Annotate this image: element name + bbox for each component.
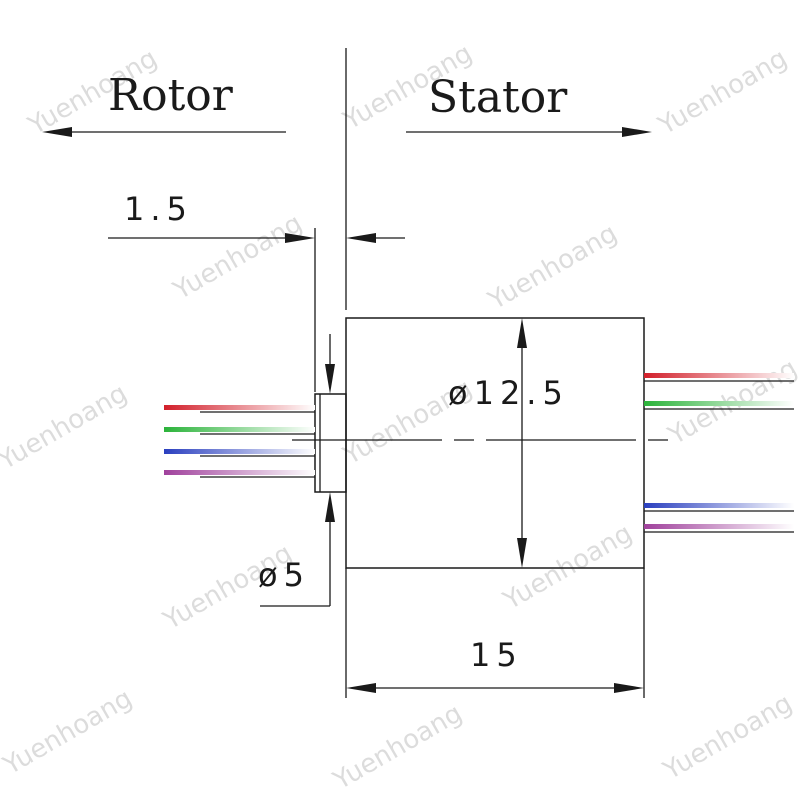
rotor-diameter-arrowhead-top — [325, 364, 335, 394]
stator-direction-arrowhead — [622, 127, 652, 137]
length-dimension-arrowhead-right — [614, 683, 644, 693]
stator-wire-green — [644, 401, 794, 406]
gap-dimension-arrowhead-right — [346, 233, 376, 243]
watermark: Yuenhoang — [483, 219, 623, 317]
watermark: Yuenhoang — [0, 684, 137, 782]
rotor-wire-red — [164, 405, 315, 410]
stator-wire-blue — [644, 503, 794, 508]
gap-dimension-arrowhead-left — [285, 233, 315, 243]
watermark: Yuenhoang — [653, 44, 793, 142]
stator-label: Stator — [428, 72, 568, 123]
stator-wires — [644, 373, 794, 533]
rotor-diameter-label: ø5 — [258, 556, 310, 594]
watermark-layer: Yuenhoang Yuenhoang Yuenhoang Yuenhoang … — [0, 39, 800, 797]
stator-body — [345, 317, 645, 569]
rotor-wire-blue — [164, 449, 315, 454]
length-dimension-arrowhead-left — [346, 683, 376, 693]
rotor-wires — [164, 405, 315, 478]
rotor-direction-arrowhead — [42, 127, 72, 137]
rotor-wire-green — [164, 427, 315, 432]
rotor-wire-purple — [164, 470, 315, 475]
rotor-diameter-arrowhead-bottom — [325, 492, 335, 522]
watermark: Yuenhoang — [328, 699, 468, 797]
gap-dimension-label: 1.5 — [124, 190, 193, 228]
rotor-label: Rotor — [108, 70, 234, 121]
stator-diameter-label: ø12.5 — [448, 374, 569, 412]
stator-wire-purple — [644, 524, 794, 529]
watermark: Yuenhoang — [658, 689, 798, 787]
stator-diameter-arrowhead-top — [517, 318, 527, 348]
length-dimension-label: 15 — [470, 636, 523, 674]
stator-diameter-arrowhead-bottom — [517, 538, 527, 568]
watermark: Yuenhoang — [0, 379, 132, 477]
stator-wire-red — [644, 373, 794, 378]
